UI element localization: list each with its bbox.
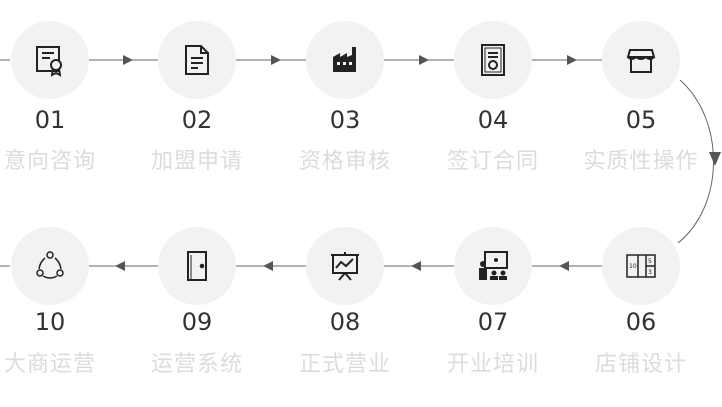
arrow-5-6: [677, 79, 714, 244]
step-03-number: 03: [329, 106, 361, 134]
step-02-number: 02: [181, 106, 213, 134]
step-08-circle[interactable]: [306, 227, 384, 305]
step-02-circle[interactable]: [158, 21, 236, 99]
step-03-circle[interactable]: [306, 21, 384, 99]
floorplan-icon: 10 5 3: [626, 254, 656, 278]
factory-icon: [333, 47, 356, 72]
step-09-number: 09: [181, 308, 213, 336]
step-05-label: 实质性操作: [583, 149, 699, 174]
step-03-label: 资格审核: [298, 149, 391, 174]
step-09-label: 运营系统: [150, 352, 243, 377]
step-05-circle[interactable]: [602, 21, 680, 99]
step-07-number: 07: [477, 308, 509, 336]
svg-text:10: 10: [629, 263, 637, 270]
step-06-number: 06: [625, 308, 657, 336]
step-10-number: 10: [34, 308, 66, 336]
document-icon: [185, 45, 209, 75]
step-09-circle[interactable]: [158, 227, 236, 305]
svg-text:3: 3: [648, 269, 652, 276]
storefront-icon: [626, 49, 656, 73]
presentation-chart-icon: [331, 252, 359, 281]
step-06-circle[interactable]: 10 5 3: [602, 227, 680, 305]
step-08-label: 正式营业: [298, 352, 391, 377]
step-01-circle[interactable]: [11, 21, 89, 99]
step-04-label: 签订合同: [446, 149, 539, 174]
step-07-label: 开业培训: [446, 352, 539, 377]
step-07-circle[interactable]: [454, 227, 532, 305]
cycle-icon: [36, 251, 64, 279]
step-10-circle[interactable]: [11, 227, 89, 305]
certificate-icon: [36, 46, 62, 77]
svg-text:5: 5: [648, 258, 652, 265]
step-06-label: 店铺设计: [594, 352, 687, 377]
step-05-number: 05: [625, 106, 657, 134]
door-icon: [187, 251, 207, 281]
contract-icon: [481, 44, 505, 76]
step-01-label: 意向咨询: [3, 149, 96, 174]
step-04-number: 04: [477, 106, 509, 134]
training-icon: [479, 251, 508, 280]
step-02-label: 加盟申请: [150, 149, 243, 174]
step-04-circle[interactable]: [454, 21, 532, 99]
step-01-number: 01: [34, 106, 66, 134]
step-08-number: 08: [329, 308, 361, 336]
step-10-label: 大商运营: [3, 352, 96, 377]
